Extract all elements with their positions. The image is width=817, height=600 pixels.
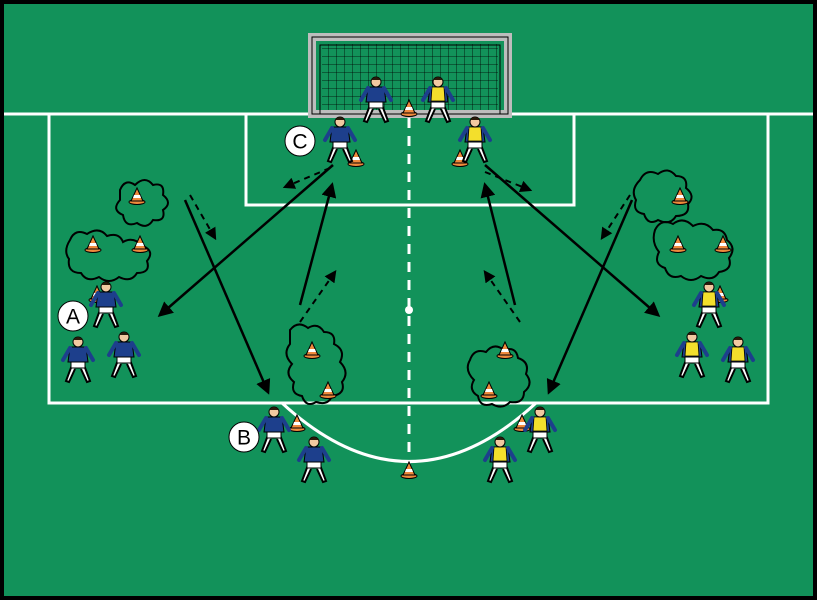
pass-arrow-icon: [546, 199, 634, 395]
pass-arrow-icon: [157, 164, 334, 317]
run-arrows: [189, 167, 631, 323]
svg-text:A: A: [66, 306, 80, 329]
dribble-zone-icon: [632, 169, 693, 224]
dribble-zone-icon: [466, 345, 531, 408]
pass-arrow-icon: [484, 164, 661, 317]
dribble-zone-icon: [652, 219, 734, 281]
run-arrow-icon: [189, 194, 217, 241]
dribble-zone-icon: [65, 229, 152, 282]
dribble-zone-icon: [285, 323, 347, 405]
penalty-spot: [405, 306, 413, 314]
pass-arrow-icon: [480, 182, 517, 306]
run-arrow-icon: [600, 194, 631, 241]
dribble-zone-icon: [115, 179, 169, 227]
station-label-a: A: [57, 300, 89, 332]
dribble-zones: [65, 169, 734, 408]
station-label-c: C: [284, 125, 316, 157]
station-label-b: B: [228, 421, 260, 453]
svg-text:B: B: [237, 427, 251, 450]
pass-arrow-icon: [183, 199, 271, 395]
run-arrow-icon: [484, 171, 533, 193]
pass-arrows: [157, 164, 661, 395]
svg-text:C: C: [292, 131, 307, 154]
pass-arrow-icon: [298, 182, 337, 306]
run-arrow-icon: [282, 167, 331, 189]
